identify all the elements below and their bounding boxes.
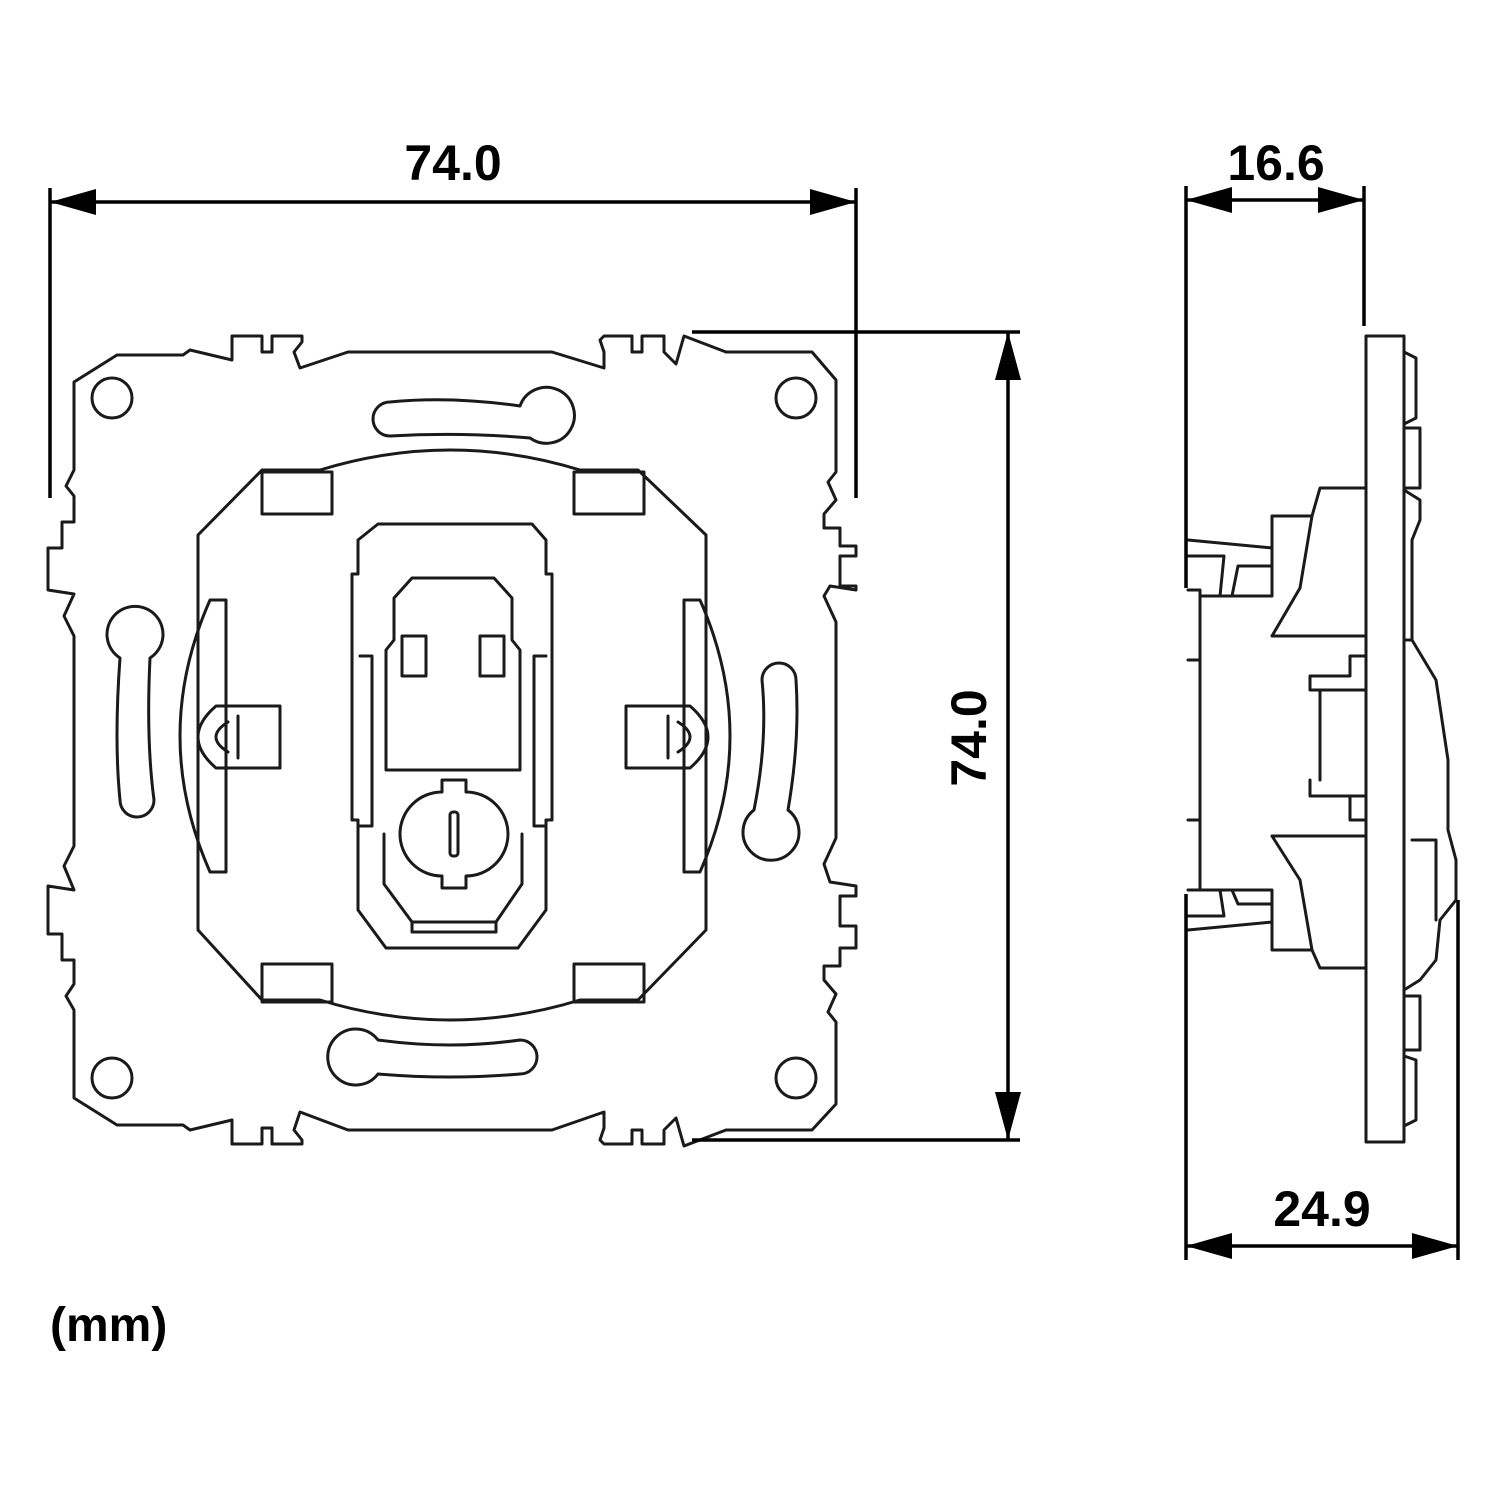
side-plate-steps: [1402, 350, 1422, 1128]
corner-screw-slot-bottom-right: [774, 1056, 818, 1100]
switch-rocker: [384, 576, 522, 772]
body-tab-top-right: [572, 470, 646, 516]
side-mid-inner: [1402, 638, 1438, 922]
side-bracket-right: [682, 598, 732, 874]
corner-screw-slot-bottom-left: [90, 1056, 134, 1100]
side-bracket-left: [178, 598, 228, 874]
side-clamp-top: [1186, 538, 1274, 598]
mechanism-body: [196, 448, 708, 1022]
side-front-plate: [1364, 334, 1406, 1144]
dimension-width: 74.0: [48, 135, 858, 498]
latch-right: [624, 704, 710, 770]
side-mechanism-detail: [1270, 514, 1368, 952]
dimension-height-label: 74.0: [941, 689, 997, 786]
side-mechanism-body: [1198, 486, 1368, 970]
side-clamp-bottom: [1186, 888, 1274, 932]
dimension-bottom-depth: 24.9: [1184, 894, 1460, 1260]
dimension-top-depth-label: 16.6: [1227, 135, 1324, 191]
switch-insert-frame: [350, 522, 554, 950]
body-tab-bottom-right: [572, 962, 646, 1004]
switch-insert-inner: [358, 654, 548, 828]
terminal-clip: [382, 832, 524, 934]
latch-left: [196, 704, 282, 770]
keyhole-slot-left: [105, 604, 165, 819]
mounting-frame-outline: [46, 334, 858, 1148]
rotary-contact: [398, 778, 510, 890]
unit-label: (mm): [50, 1299, 168, 1352]
side-mid-profile: [1402, 488, 1458, 992]
latch-left-inner: [214, 714, 240, 760]
rocker-window-right: [478, 634, 506, 678]
rotary-contact-slot: [448, 810, 460, 858]
corner-screw-slot-top-right: [774, 376, 818, 420]
front-view: 74.0 74.0: [46, 135, 1021, 1148]
dimension-top-depth: 16.6: [1184, 135, 1366, 588]
latch-right-inner: [666, 714, 692, 760]
rocker-window-left: [400, 634, 428, 678]
side-view: 16.6 24.9: [1184, 135, 1460, 1260]
keyhole-slot-right: [741, 661, 801, 862]
dimension-bottom-depth-label: 24.9: [1273, 1181, 1370, 1237]
body-tab-bottom-left: [260, 962, 334, 1004]
side-terminal-left: [1186, 588, 1202, 892]
body-tab-top-left: [260, 470, 334, 516]
keyhole-slot-bottom: [326, 1027, 539, 1087]
corner-screw-slot-top-left: [90, 376, 134, 420]
dimension-width-label: 74.0: [404, 135, 501, 191]
dimension-height: 74.0: [692, 330, 1021, 1142]
keyhole-slot-top: [371, 385, 576, 445]
